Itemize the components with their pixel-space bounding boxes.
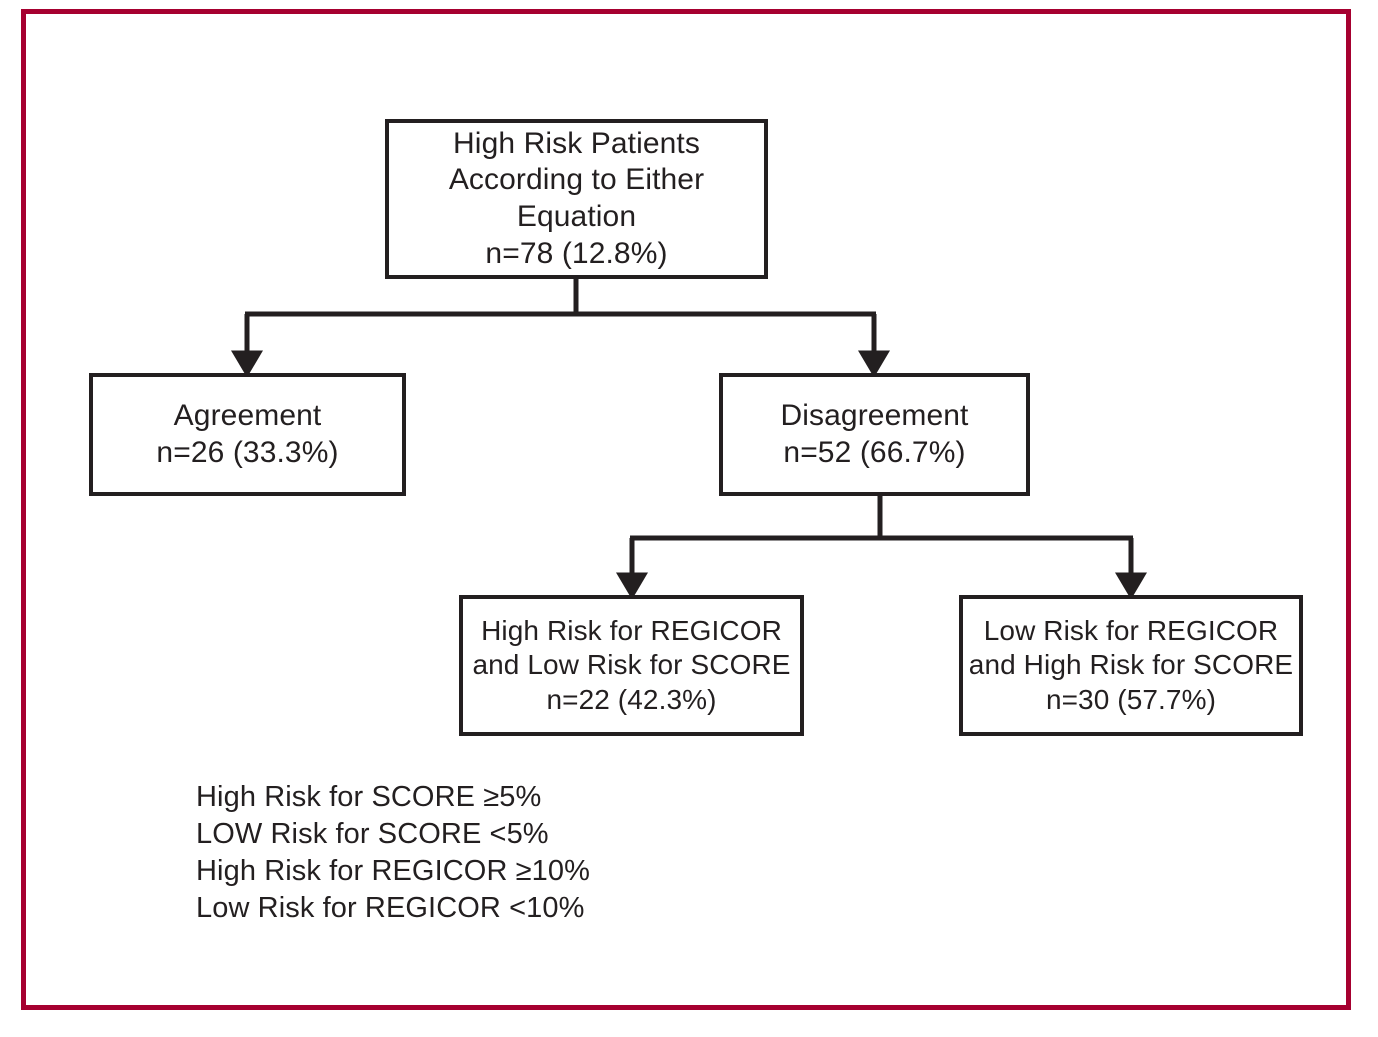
node-disagreement: Disagreement n=52 (66.7%) bbox=[719, 373, 1030, 496]
risk-threshold-legend: High Risk for SCORE ≥5% LOW Risk for SCO… bbox=[196, 779, 590, 927]
legend-line-score-low: LOW Risk for SCORE <5% bbox=[196, 818, 549, 851]
legend-line-regicor-high: High Risk for REGICOR ≥10% bbox=[196, 855, 591, 888]
node-high-risk-patients: High Risk Patients According to Either E… bbox=[385, 119, 768, 279]
node-high-regicor-low-score: High Risk for REGICOR and Low Risk for S… bbox=[459, 595, 804, 736]
legend-line-score-high: High Risk for SCORE ≥5% bbox=[196, 781, 542, 813]
legend-line-regicor-low: Low Risk for REGICOR <10% bbox=[196, 892, 585, 925]
node-agreement: Agreement n=26 (33.3%) bbox=[89, 373, 406, 496]
node-low-regicor-high-score: Low Risk for REGICOR and High Risk for S… bbox=[959, 595, 1303, 736]
